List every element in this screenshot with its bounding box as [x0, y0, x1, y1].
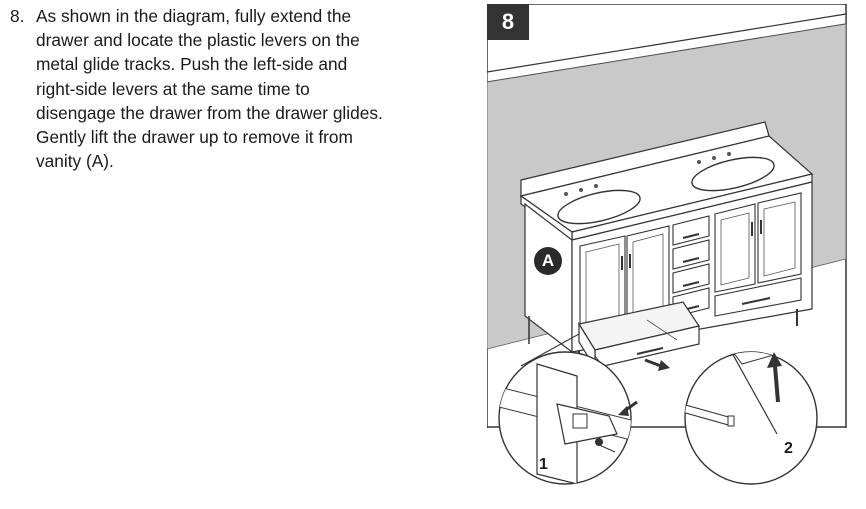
detail-2-content — [685, 352, 817, 435]
detail-1-content — [499, 363, 631, 484]
drawer-handle — [741, 297, 771, 305]
drawer-glide — [646, 319, 678, 341]
faucet-hole — [697, 160, 701, 164]
faucet-hole — [564, 192, 568, 196]
instruction-text: As shown in the diagram, fully extend th… — [36, 4, 456, 173]
instruction-line: vanity (A). — [36, 151, 114, 172]
faucet-hole — [579, 188, 583, 192]
center-drawer-3 — [672, 263, 710, 294]
instruction-line: As shown in the diagram, fully extend th… — [36, 6, 352, 26]
callout-line — [520, 333, 580, 367]
detail-label-1: 1 — [539, 456, 548, 473]
faucet-hole — [712, 156, 716, 160]
lift-arrow-shaft — [773, 365, 780, 403]
step-badge: 8 — [487, 4, 529, 40]
instruction-line: Gently lift the drawer up to remove it f… — [36, 127, 353, 148]
diagram-illustration — [487, 4, 847, 485]
instruction-line: right-side levers at the same time to — [36, 78, 310, 99]
drawer-handle — [682, 257, 700, 263]
part-label-a: A — [534, 247, 562, 275]
pull-arrow-head — [658, 360, 670, 371]
drawer-side-detail — [536, 363, 578, 484]
door-panel — [720, 212, 750, 286]
drawer-handle — [682, 281, 700, 287]
glide-track-end — [727, 415, 735, 427]
drawer-handle — [682, 233, 700, 239]
step-number: 8. — [10, 6, 25, 26]
assembly-diagram: 8 A 1 2 — [487, 4, 847, 490]
drawer-handle — [636, 347, 664, 355]
lever-edge — [596, 443, 616, 453]
lever-tab — [572, 413, 588, 429]
lift-arrow-head — [767, 352, 782, 368]
instruction-line: drawer and locate the plastic levers on … — [36, 30, 360, 51]
drawer-edge — [726, 352, 817, 365]
instruction-line: disengage the drawer from the drawer gli… — [36, 102, 383, 123]
door-panel — [763, 201, 796, 277]
center-drawer-1 — [672, 215, 710, 246]
push-arrow-head — [618, 406, 629, 416]
right-sink — [691, 156, 775, 192]
pull-arrow-shaft — [644, 358, 662, 368]
faucet-hole — [594, 184, 598, 188]
left-sink — [557, 189, 641, 225]
detail-label-2: 2 — [784, 440, 793, 457]
faucet-hole — [727, 152, 731, 156]
right-bottom-drawer — [714, 277, 802, 317]
center-drawer-2 — [672, 239, 710, 270]
drawer-corner — [726, 352, 778, 435]
instruction-line: metal glide tracks. Push the left-side a… — [36, 54, 348, 75]
